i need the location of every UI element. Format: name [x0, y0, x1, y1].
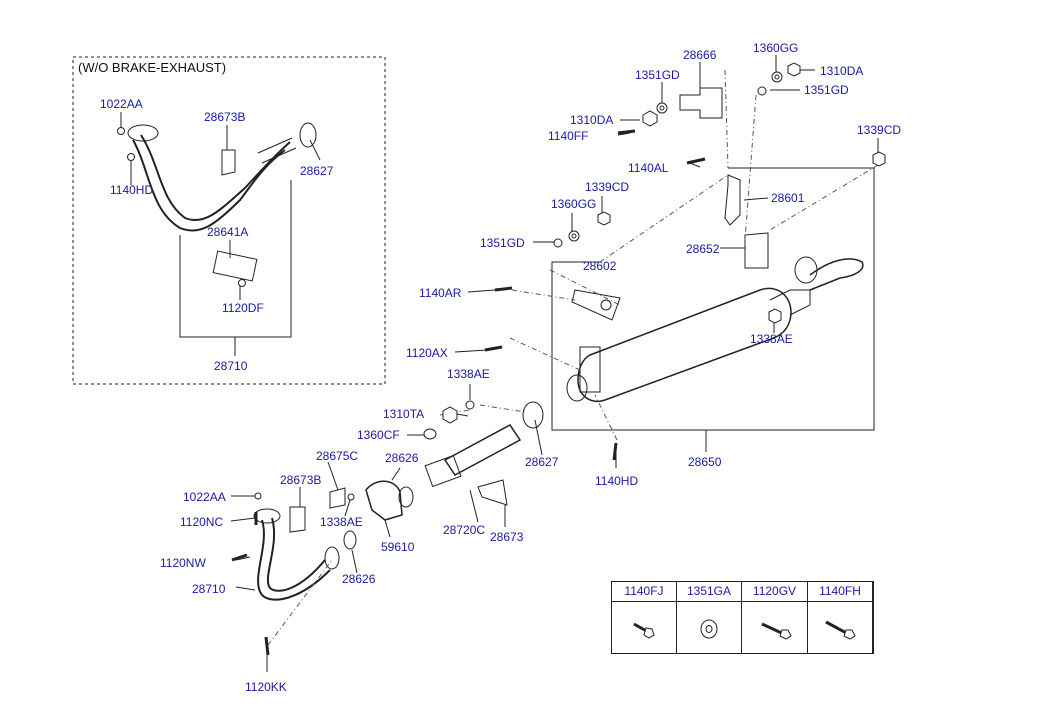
inset-frame [72, 56, 386, 385]
parts-col-1140FH[interactable]: 1140FH [808, 582, 873, 654]
callout-1310DA-right[interactable]: 1310DA [820, 64, 864, 78]
callout-1140HD-bottom[interactable]: 1140HD [595, 474, 639, 488]
parts-table-icons [633, 619, 856, 640]
callout-1140AL[interactable]: 1140AL [628, 161, 669, 175]
callout-28710-bottom[interactable]: 28710 [192, 582, 226, 596]
bolt-1120DF [238, 279, 246, 287]
callout-28601[interactable]: 28601 [771, 191, 805, 205]
callout-59610[interactable]: 59610 [381, 540, 415, 554]
callout-1338AE-mid[interactable]: 1338AE [447, 367, 490, 381]
callout-28602[interactable]: 28602 [583, 259, 617, 273]
parts-col-1140FJ[interactable]: 1140FJ [612, 582, 677, 654]
bolt-1140HD-bottom [612, 442, 618, 461]
hanger-28602 [571, 289, 621, 321]
callout-1140HD-top[interactable]: 1140HD [110, 183, 154, 197]
callout-1310TA[interactable]: 1310TA [383, 407, 425, 421]
bolt-1120GV-icon [761, 622, 792, 640]
bolt-1140HD-top [127, 153, 135, 161]
bolt-1140FJ-icon [633, 622, 655, 639]
callout-1338AE-bottom[interactable]: 1338AE [320, 515, 363, 529]
muffler-28650 [577, 287, 792, 402]
parts-table: 1140FJ 1351GA 1120GV 1140FH [611, 581, 874, 654]
nut-1338AE-right [768, 308, 782, 324]
exhaust-brake-59610 [365, 480, 403, 521]
callout-28627-top[interactable]: 28627 [300, 164, 334, 178]
callout-28652[interactable]: 28652 [686, 242, 720, 256]
callout-1120AX[interactable]: 1120AX [406, 346, 448, 360]
washer-1351GA-icon [700, 619, 718, 639]
parts-col-1120GV[interactable]: 1120GV [742, 582, 808, 654]
callout-1120NW[interactable]: 1120NW [160, 556, 206, 570]
parts-col-label: 1351GA [686, 584, 732, 598]
nut-1339CD-right [872, 151, 886, 167]
nut-1022AA-top [117, 127, 125, 135]
callout-1022AA-top[interactable]: 1022AA [100, 97, 143, 111]
bolt-1120AX [484, 345, 503, 352]
callout-28626-mid[interactable]: 28626 [385, 451, 419, 465]
callout-1120DF[interactable]: 1120DF [222, 301, 264, 315]
tail-pipe [809, 258, 864, 291]
nut-1310TA [442, 406, 458, 424]
callout-28673[interactable]: 28673 [490, 530, 524, 544]
callout-1360GG-mid[interactable]: 1360GG [551, 197, 597, 211]
callout-28710-top[interactable]: 28710 [214, 359, 248, 373]
nut-1338AE-mid [465, 400, 475, 410]
bolt-1140FF [617, 129, 636, 135]
muffler-group-line [551, 167, 875, 431]
callout-1338AE-right[interactable]: 1338AE [750, 332, 793, 346]
nut-1339CD-mid [597, 211, 611, 226]
inset-title: (W/O BRAKE-EXHAUST) [78, 60, 227, 75]
front-pipe-28710 [257, 519, 331, 601]
washer-1351GD-right [757, 86, 767, 96]
callout-1339CD-right[interactable]: 1339CD [857, 123, 902, 137]
nut-1338AE-bottom [347, 493, 355, 501]
parts-col-label: 1120GV [752, 584, 797, 598]
gasket-1360CF [423, 428, 437, 440]
bolt-1140FH-icon [825, 620, 856, 640]
callout-28641A[interactable]: 28641A [207, 225, 249, 239]
nut-1022AA-bottom [254, 492, 262, 500]
bolt-1120KK [264, 636, 270, 656]
callout-1351GD-mid[interactable]: 1351GD [480, 236, 525, 250]
bracket-28652 [744, 232, 769, 269]
bolt-1140AR [494, 286, 513, 292]
callout-1351GD-right[interactable]: 1351GD [804, 83, 849, 97]
callout-28673B-top[interactable]: 28673B [204, 110, 246, 124]
callout-1022AA-bottom[interactable]: 1022AA [183, 490, 226, 504]
bracket-28666 [679, 87, 723, 119]
callout-1120NC[interactable]: 1120NC [180, 515, 224, 529]
nut-1310DA-left [642, 110, 658, 127]
callout-1310DA-left[interactable]: 1310DA [570, 113, 614, 127]
callout-28720C[interactable]: 28720C [443, 523, 486, 537]
flex-pipe-28720C [443, 424, 522, 476]
callout-28673B-bottom[interactable]: 28673B [280, 473, 322, 487]
callout-28650[interactable]: 28650 [688, 455, 722, 469]
callout-1351GD-top[interactable]: 1351GD [635, 68, 680, 82]
callout-1339CD-mid[interactable]: 1339CD [585, 180, 630, 194]
callout-28675C[interactable]: 28675C [316, 449, 359, 463]
callout-1360GG-top[interactable]: 1360GG [753, 41, 799, 55]
bolt-1140AL [686, 157, 706, 165]
inset-front-pipe [132, 139, 286, 232]
parts-table-header [612, 582, 873, 602]
callout-1360CF[interactable]: 1360CF [357, 428, 400, 442]
callout-1120KK[interactable]: 1120KK [245, 680, 287, 694]
parts-col-label: 1140FJ [624, 584, 664, 598]
callout-28627-mid[interactable]: 28627 [525, 455, 559, 469]
callout-1140AR[interactable]: 1140AR [419, 286, 462, 300]
callout-1140FF[interactable]: 1140FF [548, 129, 589, 143]
parts-col-1351GA[interactable]: 1351GA [677, 582, 742, 654]
callout-28666[interactable]: 28666 [683, 48, 717, 62]
hanger-28601 [724, 174, 741, 226]
parts-col-label: 1140FH [819, 584, 861, 598]
nut-1310DA-right [787, 62, 801, 77]
bolt-1120NW [231, 553, 248, 562]
callout-28626-bottom[interactable]: 28626 [342, 572, 376, 586]
washer-1351GD-mid [553, 238, 563, 248]
